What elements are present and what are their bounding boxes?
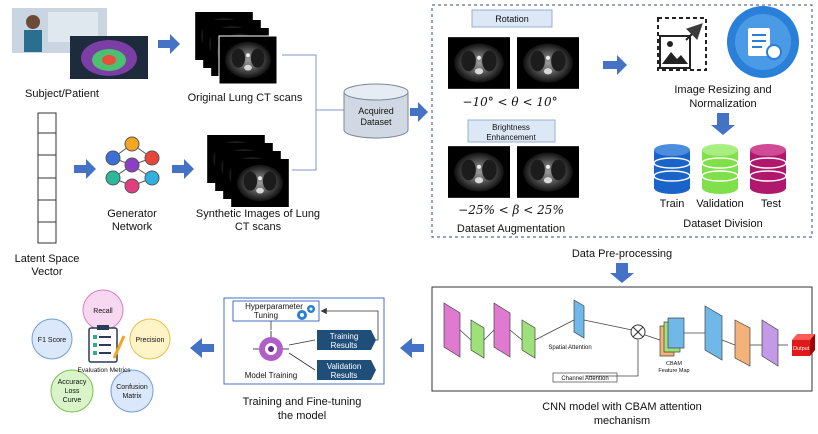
synthetic-ct-stack xyxy=(207,135,289,207)
generator-label-line1: Generator xyxy=(107,208,157,220)
resize-label-line1: Image Resizing and xyxy=(674,84,771,96)
rotation-box xyxy=(471,9,553,28)
cnn-layers xyxy=(443,299,779,383)
augmentation-caption: Dataset Augmentation xyxy=(457,223,565,235)
training-box xyxy=(223,297,385,385)
confusion-circle xyxy=(110,369,154,413)
subject-label: Subject/Patient xyxy=(25,88,99,100)
split-test-label: Test xyxy=(761,198,781,210)
brain-icon xyxy=(253,331,289,361)
cnn-caption-line1: CNN model with CBAM attention xyxy=(542,401,702,413)
arrow-to-evaluation xyxy=(190,338,214,358)
recall-label: Recall xyxy=(93,308,113,315)
cnn-box xyxy=(431,286,813,392)
arrow-to-preprocessing xyxy=(410,102,428,122)
evaluation-caption: Evaluation Metrics xyxy=(77,367,131,374)
cnn-connectors xyxy=(459,319,788,377)
training-results-box xyxy=(317,330,376,350)
multiply-icon xyxy=(630,324,646,340)
train-db-icon xyxy=(653,144,691,194)
validation-results-box xyxy=(317,360,376,380)
generator-label-line2: Network xyxy=(112,221,153,233)
dataset-label-line2: Dataset xyxy=(360,117,392,127)
arrow-to-division xyxy=(711,113,735,135)
arrow-to-cnn xyxy=(610,263,634,283)
hyperparameter-line1: Hyperparameter xyxy=(245,302,303,311)
cbam-label-line2: Feature Map xyxy=(658,368,689,374)
preprocessing-title: Data Pre-processing xyxy=(572,248,672,260)
accuracy-line1: Accuracy xyxy=(58,379,87,386)
rotation-ct-1 xyxy=(448,37,510,89)
validation-results-line1: Validation xyxy=(327,362,362,371)
output-label: Output xyxy=(793,346,810,352)
brightness-box xyxy=(467,119,556,143)
subject-photo xyxy=(12,8,148,79)
training-caption-line1: Training and Fine-tuning xyxy=(243,396,362,408)
resize-label-line2: Normalization xyxy=(689,98,756,110)
channel-attention-label: Channel Attention xyxy=(561,376,608,382)
training-results-line1: Training xyxy=(330,332,359,341)
clipboard-icon xyxy=(88,325,126,363)
cbam-label-line1: CBAM xyxy=(666,361,682,367)
brightness-ct-2 xyxy=(517,146,579,198)
latent-label-line2: Vector xyxy=(31,266,63,278)
latent-vector xyxy=(37,112,57,244)
brightness-label-line1: Brightness xyxy=(492,123,530,132)
original-ct-stack xyxy=(195,12,278,85)
brightness-formula: −25% < β < 25% xyxy=(458,203,564,217)
precision-circle xyxy=(129,318,171,360)
synthetic-label-line1: Synthetic Images of Lung xyxy=(196,208,320,220)
dataset-connectors xyxy=(282,54,344,171)
gear-icon xyxy=(297,305,315,320)
training-results-line2: Results xyxy=(331,341,358,350)
spatial-attention-label: Spatial Attention xyxy=(548,345,591,351)
model-training-label: Model Training xyxy=(245,371,297,380)
latent-label-line1: Latent Space xyxy=(15,253,80,265)
acquired-dataset-cylinder xyxy=(343,83,409,139)
hyperparameter-line2: Tuning xyxy=(254,311,278,320)
confusion-line1: Confusion xyxy=(116,384,148,391)
brightness-label-line2: Enhancement xyxy=(486,133,536,142)
precision-label: Precision xyxy=(136,337,165,344)
validation-results-line2: Results xyxy=(331,371,358,380)
cnn-caption-line2: mechanism xyxy=(594,415,650,427)
split-train-label: Train xyxy=(660,198,685,210)
rotation-ct-2 xyxy=(517,37,579,89)
test-db-icon xyxy=(749,144,787,194)
synthetic-label-line2: CT scans xyxy=(235,221,282,233)
arrow-to-training xyxy=(400,338,424,358)
normalization-icon xyxy=(727,6,799,78)
block-arrows-left xyxy=(74,34,194,179)
f1-circle xyxy=(31,318,73,360)
arrow-to-resize xyxy=(603,55,627,75)
division-caption: Dataset Division xyxy=(683,218,762,230)
confusion-line2: Matrix xyxy=(122,393,142,400)
generator-network-icon xyxy=(105,136,160,194)
split-validation-label: Validation xyxy=(696,198,744,210)
dataset-label-line1: Acquired xyxy=(358,106,394,116)
output-cube xyxy=(792,334,815,356)
brightness-ct-1 xyxy=(448,146,510,198)
training-caption-line2: the model xyxy=(278,410,326,422)
accuracy-line2: Loss xyxy=(65,388,80,395)
accuracy-circle xyxy=(50,369,94,413)
validation-db-icon xyxy=(701,144,739,194)
original-ct-label: Original Lung CT scans xyxy=(188,92,303,104)
image-resize-icon xyxy=(657,17,707,71)
f1-label: F1 Score xyxy=(38,337,67,344)
rotation-label: Rotation xyxy=(495,14,529,24)
rotation-formula: −10° < θ < 10° xyxy=(462,95,557,109)
accuracy-line3: Curve xyxy=(63,397,82,404)
